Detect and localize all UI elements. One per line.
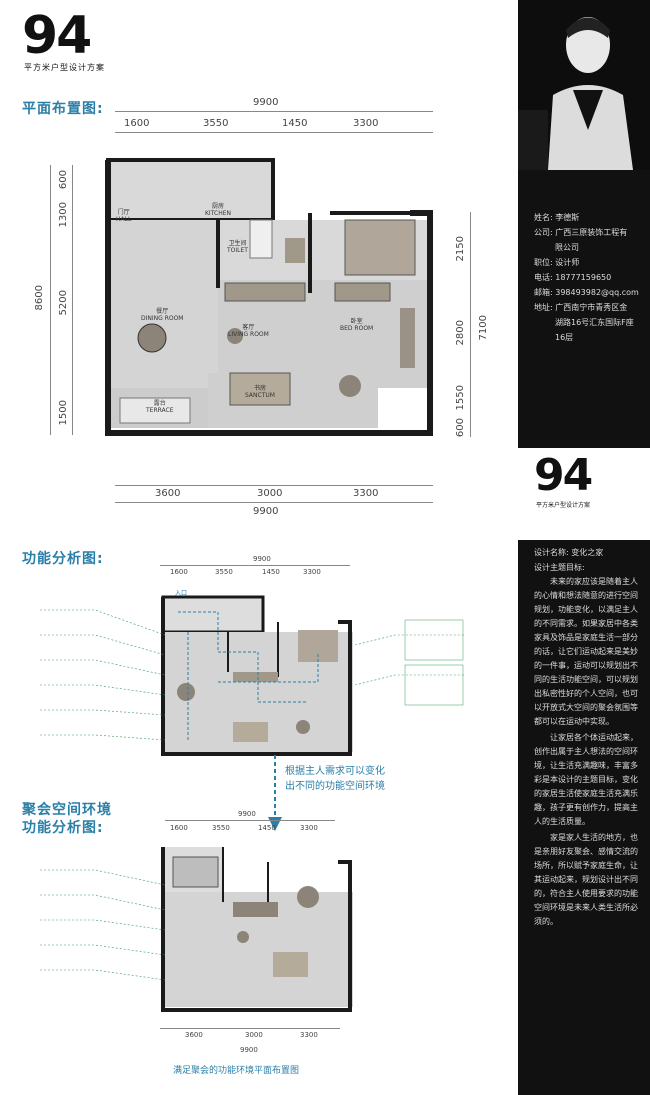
header-subtitle: 平方米户型设计方案	[24, 63, 105, 72]
function-annotation-lines-left	[40, 609, 165, 741]
dim-bottom-3: 3300	[353, 488, 379, 499]
floor-plan-main	[105, 158, 433, 436]
dim-left-1: 600	[58, 170, 69, 190]
room-label-terrace: 露台 TERRACE	[146, 400, 174, 414]
info-phone: 电话: 18777159650	[534, 273, 612, 282]
section-title-function: 功能分析图:	[22, 551, 104, 567]
s3-dim-total-top: 9900	[238, 810, 256, 818]
s2-dim-top-3: 1450	[262, 568, 280, 576]
info-email: 邮箱: 398493982@qq.com	[534, 288, 639, 297]
dim-left-3: 5200	[58, 290, 69, 316]
s3-dim-top-2: 3550	[212, 824, 230, 832]
s3-dim-bottom-1: 3600	[185, 1031, 203, 1039]
floor-plan-party	[161, 847, 353, 1012]
dim-line-top	[115, 111, 433, 112]
sidebar-number: 94	[534, 450, 593, 501]
room-label-hall: 门厅 HALL	[116, 209, 132, 223]
info-name: 姓名: 李德斯	[534, 213, 580, 222]
party-plan-caption: 满足聚会的功能环境平面布置图	[173, 1066, 300, 1076]
room-label-kitchen: 厨房 KITCHEN	[205, 203, 231, 217]
s3-dim-bottom-3: 3300	[300, 1031, 318, 1039]
dim-right-3: 1550	[455, 385, 466, 411]
s2-dim-line	[160, 565, 350, 566]
header-number: 94	[22, 6, 92, 66]
dim-line-left	[50, 165, 51, 435]
info-address-cont: 湖路16号汇东国际F座	[555, 318, 634, 327]
dim-top-3: 1450	[282, 118, 308, 129]
s2-dim-total-top: 9900	[253, 555, 271, 563]
room-label-living: 客厅 LIVING ROOM	[228, 324, 269, 338]
dim-right-4: 600	[455, 418, 466, 438]
design-paragraph-1: 未来的家应该是随着主人的心情和想法随意的进行空间规划，功能变化，以满足主人的不同…	[534, 577, 638, 726]
dim-right-1: 2150	[455, 236, 466, 262]
design-name: 设计名称: 变化之家	[534, 548, 604, 557]
room-label-toilet: 卫生间 TOILET	[227, 240, 248, 254]
s3-dim-top-1: 1600	[170, 824, 188, 832]
floor-plan-function	[161, 595, 353, 756]
s3-dim-top-3: 1450	[258, 824, 276, 832]
dim-left-total: 8600	[34, 285, 45, 311]
dim-left-4: 1500	[58, 400, 69, 426]
dim-total-top: 9900	[253, 97, 279, 108]
dim-line-top-2	[115, 132, 433, 133]
info-position: 职位: 设计师	[534, 258, 580, 267]
sidebar-white-panel: 94 平方米户型设计方案	[518, 448, 650, 540]
design-goal-label: 设计主题目标:	[534, 563, 585, 572]
room-label-sanctum: 书房 SANCTUM	[245, 385, 275, 399]
s2-dim-top-2: 3550	[215, 568, 233, 576]
info-address-cont-2: 16层	[555, 333, 574, 342]
room-label-bed: 卧室 BED ROOM	[340, 318, 374, 332]
s3-dim-bottom-2: 3000	[245, 1031, 263, 1039]
s2-dim-top-4: 3300	[303, 568, 321, 576]
down-arrow-icon	[268, 755, 282, 831]
dim-line-bottom-2	[115, 502, 433, 503]
info-company: 公司: 广西三原装饰工程有	[534, 228, 628, 237]
designer-info: 姓名: 李德斯 公司: 广西三原装饰工程有 限公司 职位: 设计师 电话: 18…	[534, 210, 646, 345]
info-company-cont: 限公司	[555, 243, 579, 252]
s2-entry-label: 入口	[175, 590, 188, 597]
design-paragraph-2: 让家居各个体运动起来，创作出属于主人想法的空间环境，让生活充满趣味，丰富多彩是本…	[534, 733, 638, 826]
dim-left-2: 1300	[58, 202, 69, 228]
dim-bottom-1: 3600	[155, 488, 181, 499]
dim-line-bottom	[115, 485, 433, 486]
dim-bottom-2: 3000	[257, 488, 283, 499]
section-title-floor-plan: 平面布置图:	[22, 101, 104, 117]
s3-dim-total-bottom: 9900	[240, 1046, 258, 1054]
dim-right-2: 2800	[455, 320, 466, 346]
s3-dim-line	[165, 820, 335, 821]
dim-line-right	[470, 212, 471, 437]
dim-line-left-2	[72, 165, 73, 435]
s3-dim-line-bottom	[160, 1028, 340, 1029]
dim-total-bottom: 9900	[253, 506, 279, 517]
arrow-note-line-1: 根据主人需求可以变化	[285, 766, 385, 777]
dim-right-total: 7100	[478, 315, 489, 341]
sidebar: 姓名: 李德斯 公司: 广西三原装饰工程有 限公司 职位: 设计师 电话: 18…	[518, 0, 650, 1095]
info-address: 地址: 广西南宁市青秀区金	[534, 303, 628, 312]
section-title-party-2: 功能分析图:	[22, 820, 104, 836]
design-description: 设计名称: 变化之家 设计主题目标: 未来的家应该是随着主人的心情和想法随意的进…	[534, 545, 644, 931]
party-annotation-lines	[40, 869, 165, 981]
dim-top-1: 1600	[124, 118, 150, 129]
dim-top-2: 3550	[203, 118, 229, 129]
s2-dim-top-1: 1600	[170, 568, 188, 576]
s3-dim-top-4: 3300	[300, 824, 318, 832]
main-content: 94 平方米户型设计方案 平面布置图: 9900 1600 3550 1450 …	[22, 6, 489, 1076]
sidebar-subtitle: 平方米户型设计方案	[536, 502, 591, 509]
arrow-note-line-2: 出不同的功能空间环境	[285, 781, 385, 792]
section-title-party-1: 聚会空间环境	[22, 802, 112, 818]
dim-top-4: 3300	[353, 118, 379, 129]
designer-portrait	[518, 0, 650, 170]
room-label-dining: 餐厅 DINING ROOM	[141, 308, 184, 322]
design-paragraph-3: 家是家人生活的地方，也是亲朋好友聚会、感情交流的场所，所以赋予家庭生命，让其运动…	[534, 833, 638, 926]
function-annotation-lines-right	[355, 619, 465, 706]
